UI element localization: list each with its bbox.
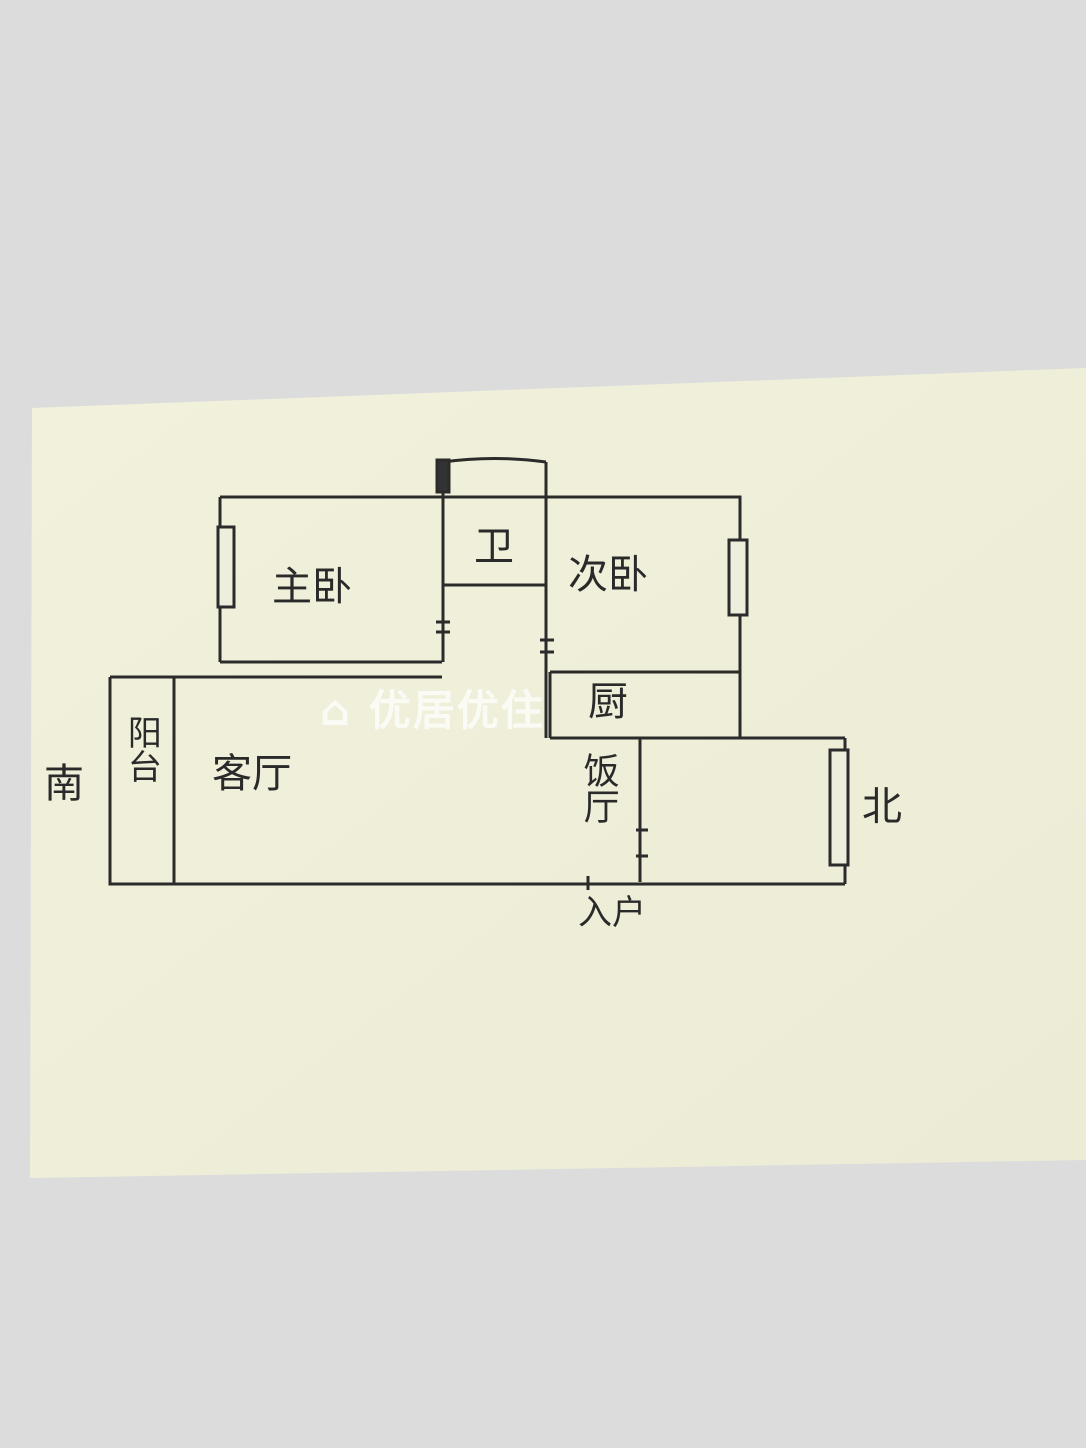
room-label-bathroom: 卫 <box>474 524 514 570</box>
watermark-text: 优居优住 <box>368 686 545 735</box>
room-label-living-room: 客厅 <box>212 751 292 797</box>
walls <box>108 457 847 890</box>
room-label-second-bedroom: 次卧 <box>568 552 648 598</box>
windows <box>216 458 850 867</box>
room-label-balcony: 阳台 <box>121 715 162 783</box>
home-icon: ⌂ <box>320 686 353 735</box>
room-label-dining-room: 饭厅 <box>577 752 619 824</box>
watermark: ⌂ 优居优住 <box>320 686 545 735</box>
room-label-kitchen: 厨 <box>588 679 628 725</box>
direction-south: 南 <box>44 761 84 807</box>
paper-sheet <box>30 368 1086 1178</box>
room-label-master-bedroom: 主卧 <box>272 564 352 610</box>
direction-north: 北 <box>862 784 902 830</box>
entrance-label: 入户 <box>578 893 646 933</box>
